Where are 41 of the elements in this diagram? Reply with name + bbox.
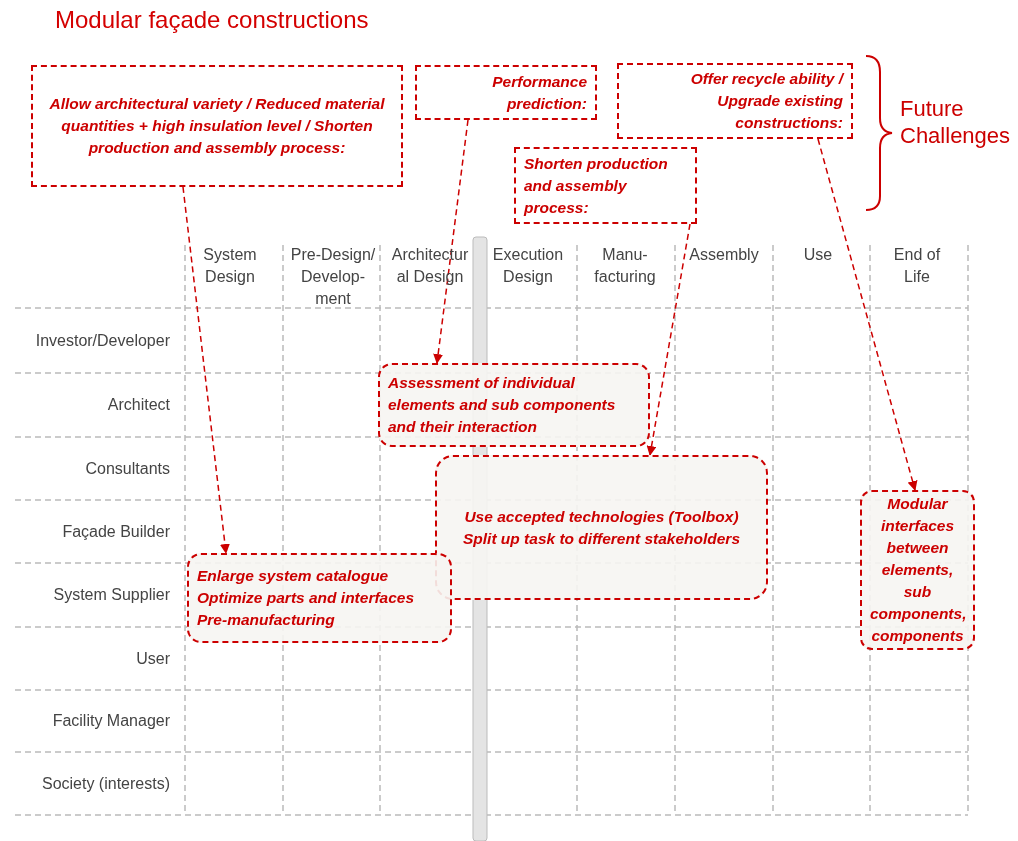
column-header: Pre-Design/ Develop- ment bbox=[289, 245, 377, 309]
callout-box bbox=[415, 65, 597, 120]
callout-text: Allow architectural variety / Reduced material quantities + high insulation level / Shorten production and assembly process: bbox=[48, 94, 386, 158]
arrow bbox=[433, 119, 469, 364]
row-header: Society (interests) bbox=[40, 773, 170, 794]
arrow bbox=[182, 186, 230, 554]
row-header: Consultants bbox=[84, 458, 170, 479]
callout-text: Split up task to different stakeholders bbox=[461, 528, 742, 549]
row-header: System Supplier bbox=[52, 585, 170, 605]
callout-text: Use accepted technologies (Toolbox) bbox=[463, 506, 740, 527]
callout-text: Shorten production and assembly process: bbox=[524, 153, 669, 218]
callout-box bbox=[435, 455, 768, 600]
callout-text: Pre-manufacturing bbox=[197, 610, 336, 630]
callout-text: Enlarge system catalogue bbox=[197, 566, 390, 586]
callout-text: Assessment of individual elements and sub components and their interaction bbox=[388, 373, 617, 437]
arrow bbox=[817, 138, 918, 491]
callout-box bbox=[378, 363, 650, 447]
column-header: Manu- facturing bbox=[593, 245, 657, 287]
row-header: Façade Builder bbox=[61, 521, 170, 542]
callout-box bbox=[860, 490, 975, 650]
callout-text: Optimize parts and interfaces bbox=[197, 588, 416, 608]
row-header: Investor/Developer bbox=[34, 330, 170, 351]
column-header: Assembly bbox=[688, 245, 760, 265]
row-header: Facility Manager bbox=[51, 711, 170, 731]
column-header: End of Life bbox=[892, 245, 942, 287]
column-header: Use bbox=[802, 245, 834, 265]
bracket-label: Future Challenges bbox=[900, 95, 1012, 149]
callout-box bbox=[31, 65, 403, 187]
column-header: System Design bbox=[202, 245, 258, 287]
column-header: Execution Design bbox=[491, 245, 565, 287]
row-header: User bbox=[135, 648, 170, 669]
row-header: Architect bbox=[106, 395, 170, 415]
callout-text: Modular interfaces between elements, sub components, components bbox=[870, 494, 965, 646]
callout-box bbox=[187, 553, 452, 643]
title: Modular façade constructions bbox=[55, 6, 369, 34]
callout-box bbox=[514, 147, 697, 224]
callout-box bbox=[617, 63, 853, 139]
callout-text: Performance prediction: bbox=[491, 71, 587, 114]
callout-text: Offer recycle ability / Upgrade existing constructions: bbox=[689, 69, 843, 133]
column-header: Architectur al Design bbox=[390, 245, 470, 287]
arrow bbox=[646, 223, 691, 456]
